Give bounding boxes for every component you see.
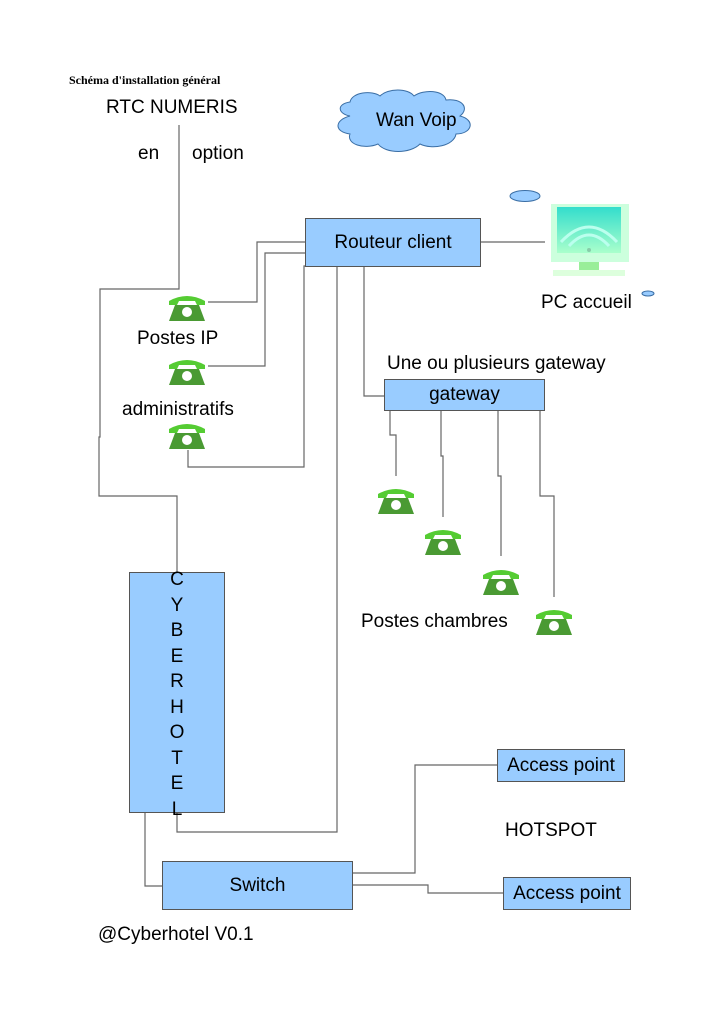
ip-phone-icon-3[interactable] — [167, 421, 207, 451]
cyberhotel-letter: T — [171, 747, 183, 769]
access-point-box-2[interactable]: Access point — [503, 877, 631, 910]
router-box[interactable]: Routeur client — [305, 218, 481, 267]
bubble-shape — [509, 190, 541, 202]
cyberhotel-letter: B — [170, 620, 184, 641]
pc-label: PC accueil — [541, 292, 632, 313]
router-label: Routeur client — [334, 231, 452, 253]
router-ipphone3-line — [187, 265, 306, 468]
access-point-label: Access point — [513, 882, 621, 904]
ip-phones-label-1: Postes IP — [137, 328, 219, 349]
gateway-label: gateway — [429, 384, 500, 405]
ip-phones-label-2: administratifs — [122, 399, 234, 420]
gateway-roomphone1-line — [389, 411, 397, 476]
cyberhotel-box[interactable] — [129, 572, 225, 813]
rtc-label: RTC NUMERIS — [106, 97, 238, 118]
gateway-roomphone4-line — [539, 411, 555, 597]
cloud-label: Wan Voip — [376, 110, 457, 131]
cyberhotel-letter: H — [170, 696, 184, 718]
cloud-icon — [337, 89, 471, 152]
cyberhotel-letter: O — [169, 722, 185, 743]
cyberhotel-letter: C — [170, 569, 184, 590]
cyberhotel-switch-line — [144, 812, 162, 887]
gateway-box[interactable]: gateway — [384, 379, 545, 411]
ip-phone-icon-1[interactable] — [167, 293, 207, 323]
access-point-box-1[interactable]: Access point — [497, 749, 625, 782]
switch-label: Switch — [229, 874, 286, 896]
router-ipphone2-line — [208, 252, 306, 367]
ip-phone-icon-2[interactable] — [167, 357, 207, 387]
switch-ap2-line — [352, 884, 503, 894]
version-label: @Cyberhotel V0.1 — [98, 924, 254, 945]
router-cyberhotel-line — [176, 266, 338, 833]
cyberhotel-label: C Y B E R H O T E L — [166, 567, 188, 822]
room-phone-icon-1[interactable] — [376, 486, 416, 516]
rtc-option-left: en — [138, 143, 160, 164]
switch-box[interactable]: Switch — [162, 861, 353, 910]
pc-monitor-icon[interactable] — [545, 202, 635, 280]
cyberhotel-letter: Y — [170, 594, 184, 616]
router-ipphone1-line — [208, 241, 306, 303]
bubble-small-shape — [641, 290, 655, 297]
switch-ap1-line — [352, 764, 497, 874]
router-gateway-line — [363, 266, 384, 397]
cyberhotel-letter: R — [170, 671, 184, 692]
room-phones-label: Postes chambres — [361, 611, 508, 632]
hotspot-label: HOTSPOT — [505, 820, 597, 841]
room-phone-icon-4[interactable] — [534, 607, 574, 637]
document-title: Schéma d'installation général — [69, 73, 221, 87]
rtc-line — [98, 125, 180, 572]
gateway-caption: Une ou plusieurs gateway — [387, 353, 606, 374]
room-phone-icon-2[interactable] — [423, 527, 463, 557]
cyberhotel-letter: E — [170, 645, 184, 667]
gateway-roomphone2-line — [440, 411, 444, 517]
cyberhotel-letter: E — [170, 773, 184, 794]
access-point-label: Access point — [507, 754, 615, 776]
gateway-roomphone3-line — [497, 411, 502, 556]
room-phone-icon-3[interactable] — [481, 567, 521, 597]
rtc-option-right: option — [192, 143, 244, 164]
cyberhotel-letter: L — [171, 798, 183, 820]
